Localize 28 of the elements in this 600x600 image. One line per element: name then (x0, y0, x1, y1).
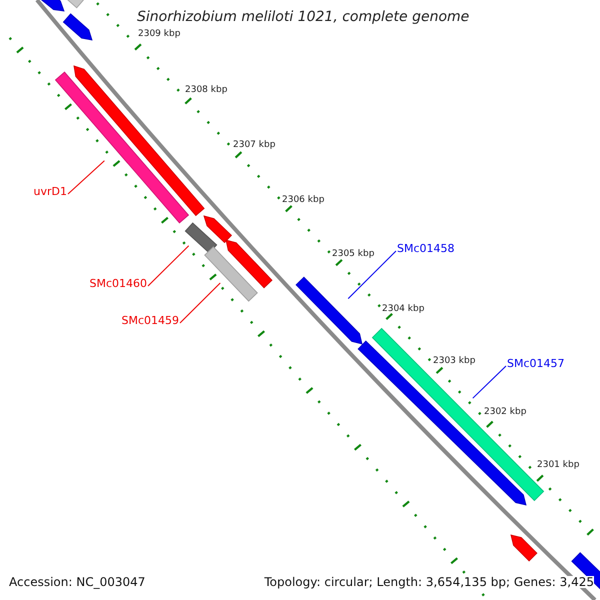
scale-label: 2308 kbp (185, 86, 228, 95)
scale-label: 2305 kbp (332, 250, 374, 259)
genome-info-text: Topology: circular; Length: 3,654,135 bp; Genes: 3,425 (264, 576, 594, 588)
gene-label: SMc01459 (121, 315, 179, 326)
leader-line (348, 250, 396, 300)
gene-label: uvrD1 (34, 186, 67, 197)
gene-label: SMc01460 (89, 278, 147, 289)
scale-label: 2301 kbp (537, 461, 580, 470)
scale-label: 2306 kbp (282, 196, 324, 205)
gene-bar (204, 246, 258, 302)
gene-bar (184, 222, 218, 254)
accession-text: Accession: NC_003047 (9, 576, 146, 588)
gene-bar (510, 534, 538, 562)
scale-label: 2302 kbp (484, 408, 526, 417)
map-title: Sinorhizobium meliloti 1021, complete genome (137, 10, 470, 24)
leader-line (180, 282, 221, 324)
gene-label: SMc01458 (397, 243, 455, 254)
leader-line (148, 245, 190, 286)
gene-bar (203, 215, 232, 244)
scale-label: 2307 kbp (233, 141, 276, 150)
scale-label: 2304 kbp (382, 305, 424, 314)
scale-label: 2309 kbp (138, 30, 180, 39)
gene-bar (296, 276, 363, 345)
leader-line (68, 160, 105, 194)
gene-bar (62, 13, 93, 40)
gene-bar (225, 239, 273, 288)
gene-label: SMc01457 (507, 358, 565, 369)
scale-label: 2303 kbp (433, 357, 476, 366)
